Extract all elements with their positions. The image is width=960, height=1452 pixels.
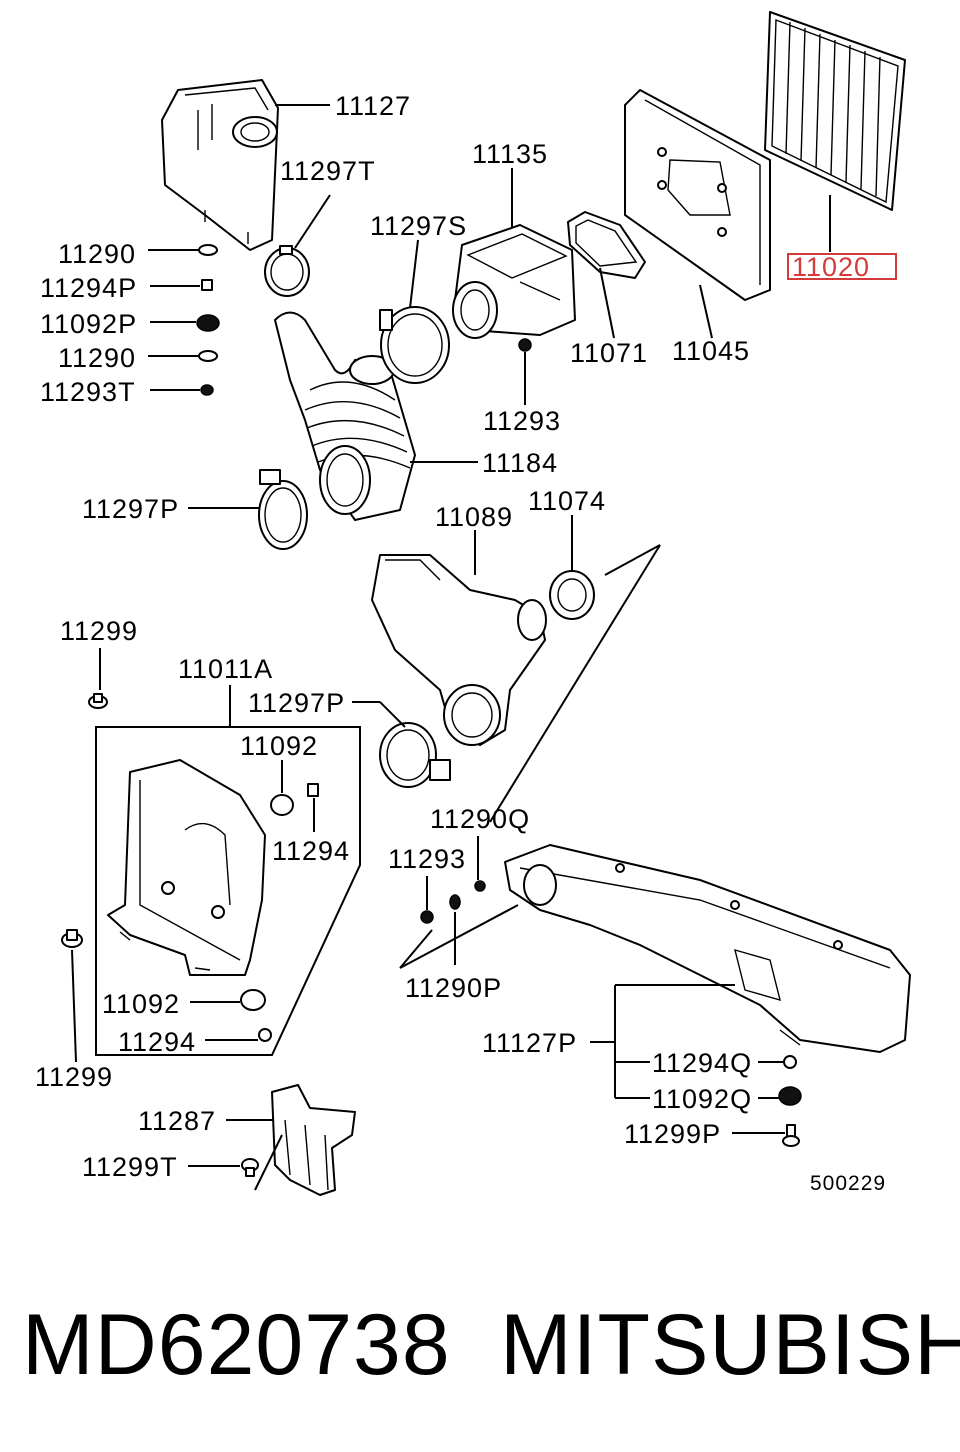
insulator-11092P-part[interactable] <box>196 314 220 332</box>
label-11290-a: 11290 <box>58 239 136 269</box>
gasket-11071-part[interactable] <box>567 211 646 279</box>
label-11092-b: 11092 <box>102 989 180 1019</box>
clamp-11297S-part[interactable] <box>379 306 450 384</box>
label-11299P: 11299P <box>624 1119 721 1149</box>
collar-11294Q-part[interactable] <box>783 1055 797 1069</box>
diagram-code: 500229 <box>810 1172 886 1195</box>
label-11092-a: 11092 <box>240 731 318 761</box>
air-duct-11089-part[interactable] <box>371 554 547 746</box>
label-11293-b: 11293 <box>388 844 466 874</box>
washer-11290-b-part[interactable] <box>198 350 218 362</box>
label-11294Q: 11294Q <box>652 1048 752 1078</box>
filter-element-11020-part[interactable] <box>764 11 906 211</box>
label-11293T: 11293T <box>40 377 136 407</box>
nut-11290Q-part[interactable] <box>474 880 486 892</box>
bolt-11299P-part[interactable] <box>782 1124 800 1147</box>
label-11011A: 11011A <box>178 654 273 684</box>
label-11297P-b: 11297P <box>248 688 345 718</box>
nut-11293T-part[interactable] <box>200 384 214 396</box>
label-11071: 11071 <box>570 338 648 368</box>
insulator-11092-a-part[interactable] <box>270 794 294 816</box>
clamp-11297T-part[interactable] <box>264 245 310 297</box>
air-intake-11127P-part[interactable] <box>504 844 911 1053</box>
bolt-11299-a-part[interactable] <box>88 693 108 709</box>
label-11299T: 11299T <box>82 1152 178 1182</box>
clamp-11297P-b-part[interactable] <box>379 722 451 788</box>
label-11299-a: 11299 <box>60 616 138 646</box>
nut-11293-a-part[interactable] <box>518 338 532 352</box>
label-11074: 11074 <box>528 486 606 516</box>
label-11287: 11287 <box>138 1106 216 1136</box>
label-11293-a: 11293 <box>483 406 561 436</box>
label-11290Q: 11290Q <box>430 804 530 834</box>
label-11092P: 11092P <box>40 309 137 339</box>
label-11299-b: 11299 <box>35 1062 113 1092</box>
label-11294P: 11294P <box>40 273 137 303</box>
label-11297S: 11297S <box>370 211 467 241</box>
label-11290-b: 11290 <box>58 343 136 373</box>
nut-11293-b-part[interactable] <box>420 910 434 924</box>
label-11127: 11127 <box>335 91 411 121</box>
label-11127P: 11127P <box>482 1028 577 1058</box>
collar-11294-a-part[interactable] <box>307 783 319 797</box>
insulator-11092Q-part[interactable] <box>778 1086 802 1106</box>
bolt-11299-b-part[interactable] <box>61 929 83 948</box>
resonator-tank-part[interactable] <box>161 79 279 251</box>
brand-name: MITSUBISHI <box>500 1297 960 1393</box>
label-11092Q: 11092Q <box>652 1084 752 1114</box>
label-11294-b: 11294 <box>118 1027 196 1057</box>
highlight-box <box>787 253 897 280</box>
nut-11290P-part[interactable] <box>449 894 461 910</box>
clamp-11297P-a-part[interactable] <box>258 469 308 550</box>
label-11135: 11135 <box>472 139 548 169</box>
label-11089: 11089 <box>435 502 513 532</box>
label-11297T: 11297T <box>280 156 376 186</box>
washer-11290-part[interactable] <box>198 244 218 256</box>
label-11184: 11184 <box>482 448 558 478</box>
collar-11294P-part[interactable] <box>201 279 213 291</box>
label-11297P-a: 11297P <box>82 494 179 524</box>
label-11020[interactable]: 11020 <box>792 252 870 282</box>
label-11294-a: 11294 <box>272 836 350 866</box>
bolt-11299T-part[interactable] <box>241 1158 259 1177</box>
part-number: MD620738 <box>22 1297 451 1393</box>
footer: MD620738 MITSUBISHI <box>0 1290 960 1400</box>
airflow-sensor-11135-part[interactable] <box>452 224 576 339</box>
air-cleaner-cover-11045-part[interactable] <box>624 89 771 301</box>
insulator-11092-b-part[interactable] <box>240 989 266 1011</box>
collar-11294-b-part[interactable] <box>258 1028 272 1042</box>
label-11045: 11045 <box>672 336 750 366</box>
bracket-11287-part[interactable] <box>271 1084 356 1196</box>
support-bracket-11011A-part[interactable] <box>107 759 266 976</box>
ring-11074-part[interactable] <box>549 570 595 620</box>
group-outline-11011A <box>95 726 361 1056</box>
label-11290P: 11290P <box>405 973 502 1003</box>
